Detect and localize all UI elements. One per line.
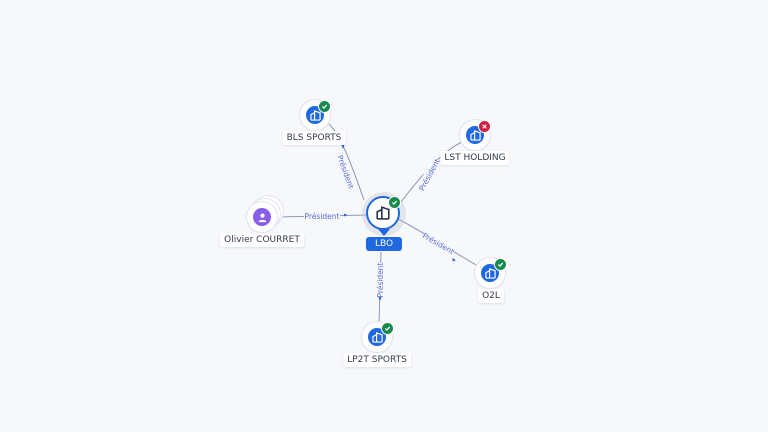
node-label[interactable]: Olivier COURRET [220,233,304,247]
building-icon [376,206,390,220]
status-active-icon [318,100,331,113]
edge-lbo-lp2t: Président [375,251,385,325]
node-label[interactable]: LP2T SPORTS [343,353,411,367]
status-active-icon [494,258,507,271]
edge-arrow [452,258,456,262]
edge-olivier-lbo: Président [276,211,367,221]
person-node-disc[interactable] [247,202,277,232]
edge-arrow [344,213,348,217]
edge-arrow [341,145,345,149]
person-icon [253,208,271,226]
status-active-icon [388,196,401,209]
node-label[interactable]: LST HOLDING [440,151,510,165]
edge-label: Président [305,212,340,221]
edge-label: Président [335,154,355,190]
status-closed-icon [478,120,491,133]
edge-label: Président [376,262,385,297]
node-label[interactable]: BLS SPORTS [282,131,346,145]
edge-label: Président [421,231,456,256]
center-label[interactable]: LBO [365,237,403,251]
center-pointer [378,229,390,236]
edge-label: Président [417,157,441,192]
edge-arrow [378,297,382,301]
edge-lbo-o2l: Président [397,218,479,267]
status-active-icon [381,322,394,335]
node-label[interactable]: O2L [478,289,504,303]
